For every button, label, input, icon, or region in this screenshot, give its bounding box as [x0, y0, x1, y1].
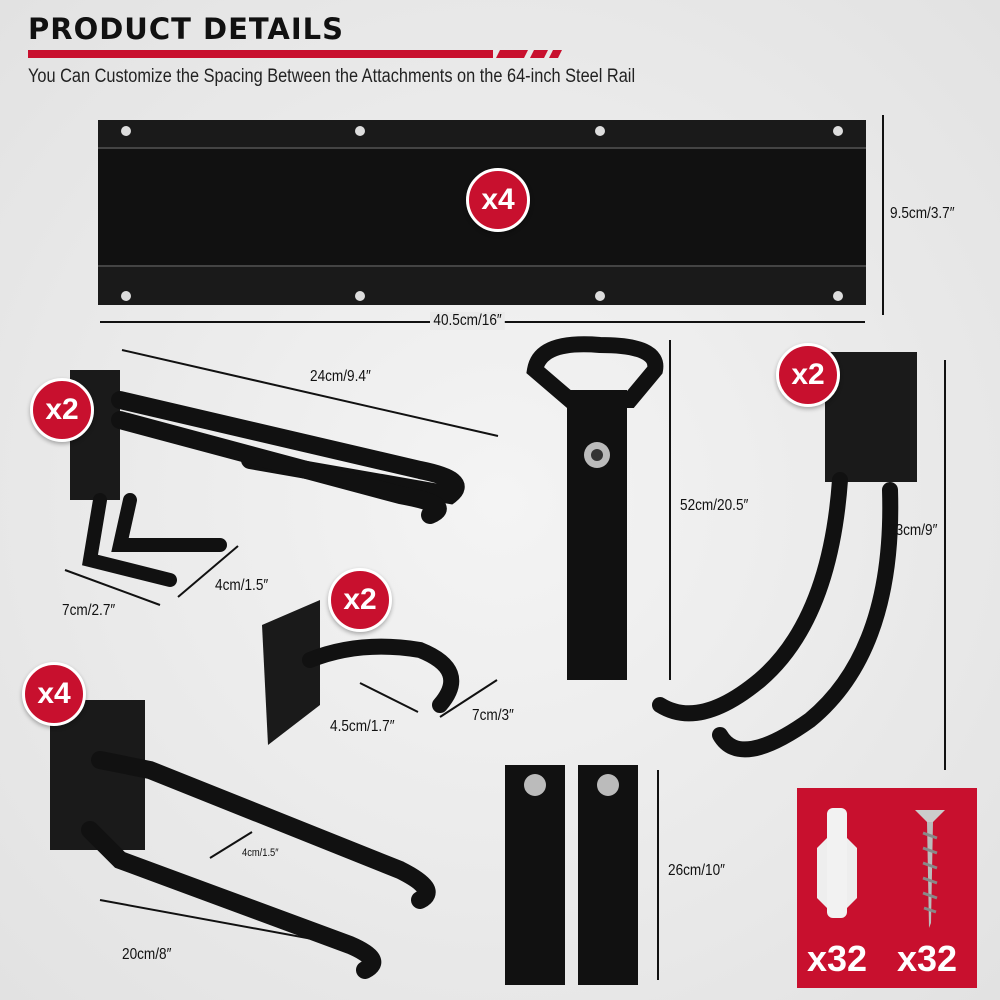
rail-width-label: 40.5cm/16″: [430, 312, 506, 330]
dimension-arrows: [64, 115, 946, 980]
double-hook-image: [70, 370, 465, 587]
wall-anchor-icon: [817, 808, 857, 918]
double-hook-length-label: 24cm/9.4″: [310, 368, 371, 385]
anchors-and-screws-image: [817, 808, 945, 928]
double-hook-quantity-badge: x2: [30, 378, 94, 442]
fork-hook-length-label: 20cm/8″: [122, 946, 172, 963]
short-straps-image: [505, 765, 638, 985]
page-subtitle: You Can Customize the Spacing Between th…: [28, 66, 636, 87]
short-straps-length-label: 26cm/10″: [668, 862, 725, 879]
small-hook-width-label: 7cm/3″: [472, 707, 514, 724]
j-hook-image: [652, 352, 917, 758]
screw-icon: [915, 810, 945, 928]
small-hook-depth-label: 4.5cm/1.7″: [330, 718, 395, 735]
strap-handle-image: [526, 336, 664, 680]
anchors-quantity: x32: [807, 938, 868, 979]
title-underline: [28, 50, 562, 58]
double-hook-width-label: 7cm/2.7″: [62, 602, 116, 619]
screws-quantity: x32: [897, 938, 958, 979]
rail-quantity-badge: x4: [466, 168, 530, 232]
strap-handle-length-label: 52cm/20.5″: [680, 497, 749, 514]
rail-height-label: 9.5cm/3.7″: [890, 205, 955, 222]
small-hook-image: [262, 600, 460, 745]
double-hook-gap-label: 4cm/1.5″: [215, 577, 269, 594]
fork-hook-quantity-badge: x4: [22, 662, 86, 726]
small-hook-quantity-badge: x2: [328, 568, 392, 632]
page-title: PRODUCT DETAILS: [28, 12, 345, 46]
j-hook-length-label: 23cm/9″: [888, 522, 938, 539]
hardware-panel: x32 x32: [797, 788, 977, 988]
fork-hook-gap-label: 4cm/1.5″: [242, 847, 279, 859]
long-fork-hook-image: [50, 700, 436, 979]
j-hook-quantity-badge: x2: [776, 343, 840, 407]
